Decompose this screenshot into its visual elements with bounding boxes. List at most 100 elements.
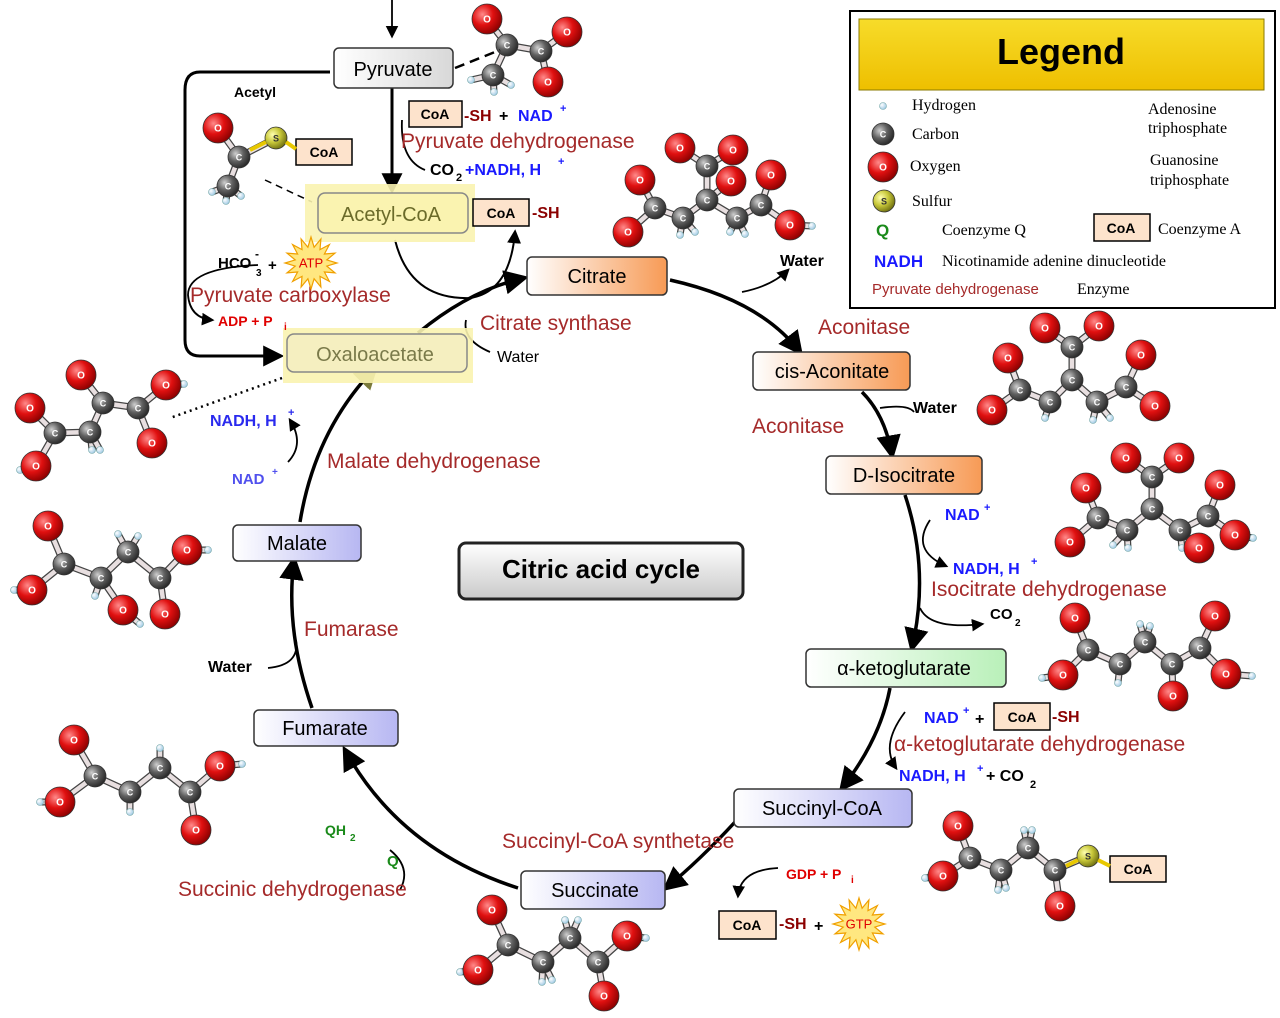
- nad-plus-sup: +: [963, 705, 969, 717]
- cis-aconitate-label: cis-Aconitate: [775, 361, 890, 383]
- sh-label: -SH: [779, 916, 807, 933]
- atom-letter: C: [567, 934, 574, 944]
- hydrogen-atom: [879, 102, 887, 110]
- carbon-atom: [1115, 518, 1139, 542]
- hydrogen-atom: [136, 620, 144, 628]
- atom-letter: C: [1142, 638, 1149, 648]
- d-isocitrate-node[interactable]: D-Isocitrate: [825, 455, 983, 495]
- succinate-node[interactable]: Succinate: [520, 870, 666, 910]
- citrate-node[interactable]: Citrate: [526, 256, 668, 296]
- oxygen-atom: [65, 359, 97, 391]
- atom-letter: C: [225, 182, 232, 192]
- carbon-atom: [1168, 518, 1192, 542]
- atom-letter: O: [623, 932, 631, 943]
- atom-letter: C: [1169, 660, 1176, 670]
- carbon-atom: [671, 206, 695, 230]
- atom-letter: C: [652, 204, 659, 214]
- oxaloacetate-node[interactable]: Oxaloacetate: [283, 328, 473, 383]
- hydrogen-atom: [548, 976, 556, 984]
- alpha-ketoglutarate-node[interactable]: α-ketoglutarate: [805, 648, 1007, 688]
- nadh-h-label: NADH, H: [899, 768, 966, 785]
- atom-letter: O: [183, 546, 191, 557]
- hydrogen-atom: [91, 592, 99, 600]
- atom-letter: O: [26, 404, 34, 415]
- pyruvate-carboxylase-label: Pyruvate carboxylase: [190, 284, 391, 307]
- atom-letter: C: [680, 214, 687, 224]
- malate-node[interactable]: Malate: [232, 524, 362, 562]
- carbon-atom: [78, 420, 102, 444]
- pyruvate-node[interactable]: Pyruvate: [333, 47, 454, 89]
- sulfur-atom: [264, 126, 288, 150]
- carbon-atom: [1108, 652, 1132, 676]
- hydrogen-atom: [1248, 672, 1256, 680]
- atom-letter: O: [1231, 531, 1239, 542]
- carbon-atom: [958, 846, 982, 870]
- hydrogen-atom: [726, 228, 734, 236]
- carbon-atom: [495, 33, 519, 57]
- malate-label: Malate: [267, 533, 327, 555]
- water-citrate: Water: [780, 253, 824, 270]
- adp-pi-label: ADP + P: [218, 313, 273, 329]
- hydrogen-atom: [180, 380, 188, 388]
- oxaloacetate-label: Oxaloacetate: [316, 344, 434, 366]
- cis-aconitate-node[interactable]: cis-Aconitate: [752, 351, 911, 391]
- nadh-h-label: +NADH, H: [465, 162, 541, 179]
- hydrogen-atom: [574, 916, 582, 924]
- atom-letter: O: [1059, 671, 1067, 682]
- legend-panel: Legend Hydrogen Carbon Oxygen Sulfur Ade…: [849, 10, 1276, 309]
- carbon-atom: [43, 421, 67, 445]
- hydrogen-atom: [1124, 544, 1132, 552]
- oxygen-atom: [1083, 310, 1115, 342]
- oxygen-atom: [16, 574, 48, 606]
- atom-letter: C: [1149, 505, 1156, 515]
- fumarate-node[interactable]: Fumarate: [253, 709, 399, 747]
- hydrogen-atom: [1041, 414, 1049, 422]
- hydrogen-atom: [676, 231, 684, 239]
- atom-letter: C: [1124, 526, 1131, 536]
- atom-letter: O: [786, 221, 794, 232]
- atom-letter: C: [135, 404, 142, 414]
- water-aconitate: Water: [913, 400, 957, 417]
- carbon-atom: [749, 193, 773, 217]
- hydrogen-atom: [808, 222, 816, 230]
- nadh-h-label: NADH, H: [210, 413, 277, 430]
- atom-letter: O: [483, 15, 491, 26]
- burst-label: GTP: [846, 917, 873, 932]
- legend-q-label: Coenzyme Q: [942, 222, 1026, 239]
- oxygen-atom: [755, 159, 787, 191]
- acetyl-coa-label: Acetyl-CoA: [341, 204, 442, 226]
- hydrogen-atom: [222, 197, 230, 205]
- atom-letter: C: [1123, 383, 1130, 393]
- legend-nadh-label: Nicotinamide adenine dinucleotide: [942, 253, 1166, 270]
- hydrogen-atom: [467, 76, 475, 84]
- nad-label: NAD: [518, 108, 553, 125]
- succinyl-coa-node[interactable]: Succinyl-CoA: [733, 788, 913, 828]
- citrate-label: Citrate: [568, 266, 627, 288]
- carbon-atom: [1085, 390, 1109, 414]
- atom-letter: O: [216, 762, 224, 773]
- carbon-atom: [91, 391, 115, 415]
- carbon-atom: [1060, 368, 1084, 392]
- nad-label: NAD: [945, 507, 980, 524]
- nad-label: NAD: [232, 471, 265, 488]
- oxygen-atom: [774, 209, 806, 241]
- legend-q-symbol: Q: [876, 221, 889, 240]
- oxygen-atom: [1219, 519, 1251, 551]
- hydrogen-atom: [1114, 679, 1122, 687]
- oxygen-atom: [664, 132, 696, 164]
- bond: [1065, 858, 1079, 868]
- bond: [284, 140, 298, 151]
- acetyl-coa-node[interactable]: Acetyl-CoA: [305, 184, 475, 242]
- carbon-atom: [1043, 858, 1067, 882]
- legend-atp-line1: Adenosine: [1148, 101, 1216, 118]
- atom-letter: C: [187, 788, 194, 798]
- atom-letter: O: [77, 371, 85, 382]
- hco3-sup: -: [255, 247, 259, 261]
- atom-letter: O: [939, 872, 947, 883]
- nad-plus-sup: +: [984, 502, 990, 514]
- malate-dehydrogenase-label: Malate dehydrogenase: [327, 450, 541, 473]
- carbon-atom: [89, 566, 113, 590]
